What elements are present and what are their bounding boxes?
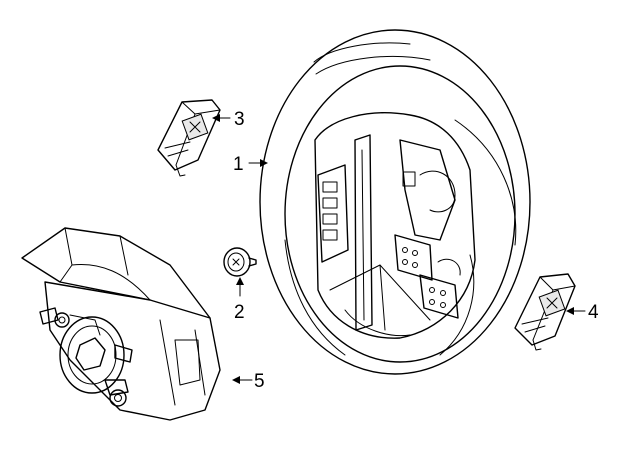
steering-wheel	[259, 29, 531, 375]
callout-label-4: 4	[588, 302, 599, 323]
callout-label-1: 1	[233, 154, 244, 175]
right-steering-switch	[514, 273, 576, 351]
callout-4: 4	[566, 302, 599, 323]
callout-3: 3	[212, 109, 245, 130]
left-steering-switch	[157, 99, 221, 177]
callout-2: 2	[234, 277, 245, 323]
bolt	[223, 247, 257, 277]
callout-1: 1	[233, 154, 268, 175]
callout-5: 5	[232, 371, 265, 392]
callout-label-2: 2	[234, 302, 245, 323]
callout-label-3: 3	[234, 109, 245, 130]
airbag-module	[21, 227, 221, 421]
callout-label-5: 5	[254, 371, 265, 392]
